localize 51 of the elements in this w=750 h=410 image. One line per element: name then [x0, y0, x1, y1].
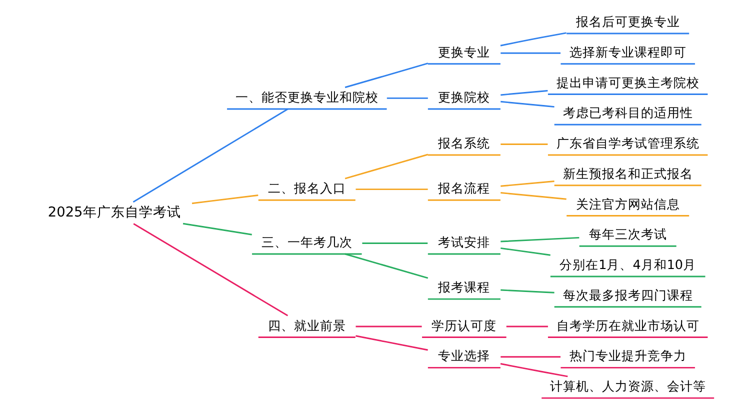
node-text: 三、一年考几次: [260, 236, 352, 251]
connector: [500, 289, 554, 294]
node-text: 新生预报名和正式报名: [562, 166, 692, 182]
connector: [500, 144, 548, 145]
connector: [500, 180, 554, 187]
node-text: 更换专业: [438, 45, 490, 60]
connector: [500, 52, 560, 54]
node-text: 报考课程: [438, 280, 490, 296]
node-text: 四、就业前景: [267, 318, 346, 334]
connector: [500, 236, 579, 242]
node-text: 报名流程: [438, 182, 490, 197]
connector: [500, 247, 550, 256]
connector: [362, 242, 428, 244]
node-text: 选择新专业课程即可: [568, 45, 686, 60]
node-text: 考虑已考科目的适用性: [562, 106, 692, 122]
connector: [344, 154, 428, 180]
connector: [355, 335, 428, 351]
connector: [500, 32, 566, 46]
node-text: 每次最多报考四门课程: [562, 288, 692, 304]
node-text: 二、报名入口: [267, 182, 346, 197]
connector: [500, 192, 566, 200]
connector: [191, 194, 258, 204]
connector: [500, 363, 568, 378]
connector: [355, 188, 428, 190]
connector: [506, 326, 548, 328]
node-text: 计算机、人力资源、会计等: [549, 380, 706, 395]
connector: [500, 90, 548, 96]
connector: [132, 223, 288, 316]
node-text: 自考学历在就业市场认可: [556, 318, 699, 334]
connector: [344, 253, 428, 279]
node-text: 考试安排: [438, 236, 490, 251]
connector: [500, 100, 554, 108]
node-text: 提出申请可更换主考院校: [556, 76, 699, 91]
node-text: 学历认可度: [431, 318, 496, 334]
node-text: 一、能否更换专业和院校: [234, 90, 378, 106]
connector: [386, 97, 428, 99]
connector: [500, 356, 560, 358]
node-text: 关注官方网站信息: [575, 197, 680, 212]
node-text: 报名系统: [438, 136, 490, 152]
node-text: 专业选择: [438, 349, 490, 364]
node-text: 2025年广东自学考试: [47, 204, 180, 220]
connector: [182, 222, 252, 236]
node-text: 广东省自学考试管理系统: [556, 136, 699, 152]
node-text: 更换院校: [438, 90, 490, 106]
connector: [344, 62, 428, 88]
node-text: 报名后可更换专业: [575, 15, 680, 30]
node-text: 每年三次考试: [588, 228, 666, 243]
node-text: 分别在1月、4月和10月: [559, 258, 696, 274]
node-text: 热门专业提升竞争力: [568, 349, 686, 364]
connector: [355, 326, 422, 328]
connector: [132, 108, 288, 203]
